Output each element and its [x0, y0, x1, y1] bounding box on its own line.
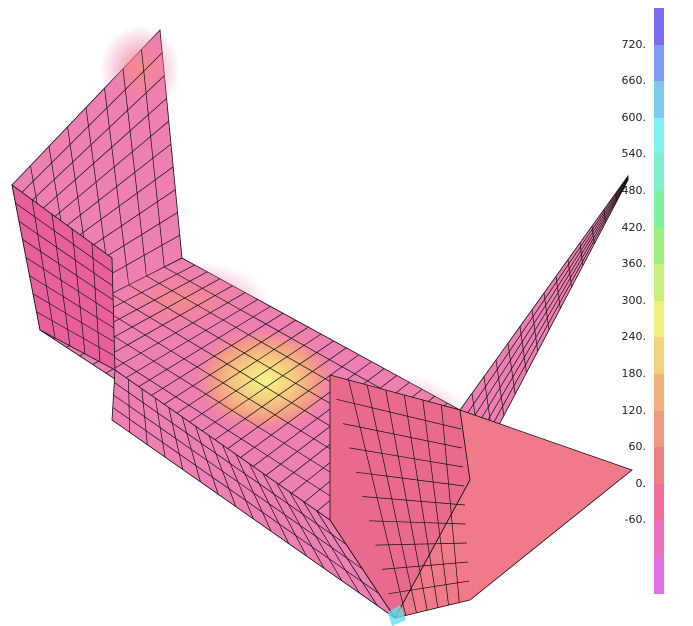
legend-band [654, 264, 664, 301]
mesh-line [29, 275, 115, 329]
mesh-line [145, 312, 284, 400]
legend-band [654, 483, 664, 521]
right-end-block-side [394, 409, 633, 619]
mesh-line [461, 176, 629, 422]
front-side-face-mesh [112, 379, 379, 606]
mesh-line [92, 285, 233, 365]
legend-band [654, 447, 664, 484]
legend-band [654, 8, 664, 45]
mesh-line [171, 326, 309, 417]
right-end-block-mesh [336, 379, 470, 616]
legend-band [654, 191, 664, 228]
legend-band [654, 300, 664, 338]
mesh-line [184, 333, 322, 426]
legend-band [654, 227, 664, 265]
legend-band [654, 520, 664, 557]
legend-band [654, 557, 664, 594]
legend-tick-label: 60. [628, 440, 647, 454]
mesh-line [36, 311, 115, 357]
mesh-line [22, 239, 114, 301]
legend-tick-label: 720. [621, 37, 647, 51]
mesh-line [468, 179, 629, 469]
mesh-line [112, 407, 379, 594]
model-viewport[interactable] [0, 0, 640, 626]
mesh-line [17, 75, 165, 215]
mesh-line [349, 447, 464, 468]
legend-tick-label: 480. [621, 184, 647, 197]
legend-tick-label: 300. [621, 293, 647, 307]
mesh-line [362, 496, 466, 506]
mesh-line [20, 98, 167, 229]
mesh-line [466, 178, 629, 457]
mesh-line [113, 394, 363, 570]
left-end-face-mesh [15, 199, 115, 363]
legend-tick-label: 180. [621, 367, 647, 380]
left-back-wall-hot-region [100, 25, 180, 115]
mesh-line [237, 361, 372, 460]
mesh-line [25, 257, 114, 315]
mesh-line [336, 398, 462, 430]
mesh-line [464, 177, 629, 446]
legend-band [654, 44, 664, 82]
support-marker [388, 605, 406, 626]
legend-band [654, 410, 664, 448]
legend-tick-label: 240. [621, 330, 647, 344]
contour-legend: 720. 660. 600. 540. 480. 420. 360. 300. 240. 180.… [600, 0, 693, 626]
mesh-line [118, 299, 258, 383]
mesh-line [158, 319, 296, 409]
mesh-line [375, 542, 468, 546]
legend-band [654, 81, 664, 118]
mesh-line [224, 354, 360, 452]
legend-tick-label: 0. [635, 476, 647, 490]
mesh-line [18, 220, 113, 287]
mesh-line [105, 292, 246, 374]
legend-band [654, 117, 664, 155]
mesh-line [342, 423, 463, 449]
legend-band [654, 154, 664, 191]
right-inclined-wall-mesh [461, 176, 629, 469]
legend-band [654, 337, 664, 374]
legend-tick-label: 660. [621, 74, 647, 88]
legend-band [654, 374, 664, 411]
mesh-line [368, 520, 467, 525]
slab-warm-region-back [90, 260, 270, 340]
mesh-line [211, 347, 347, 443]
mesh-line [15, 202, 113, 273]
mesh-line [132, 306, 271, 391]
mesh-line [32, 293, 115, 343]
legend-tick-label: 420. [621, 220, 647, 234]
legend-tick-label: 120. [621, 403, 647, 417]
mesh-line [197, 340, 334, 434]
mesh-line [14, 52, 163, 200]
legend-tick-label: 360. [621, 257, 647, 271]
mesh-line [463, 177, 629, 434]
legend-tick-label: 600. [621, 110, 647, 124]
legend-tick-label: 540. [621, 147, 647, 161]
mesh-line [114, 382, 347, 545]
legend-tick-label: -60. [624, 513, 646, 527]
mesh-line [355, 471, 465, 487]
mesh-line [388, 580, 470, 595]
mesh-line [381, 561, 469, 570]
